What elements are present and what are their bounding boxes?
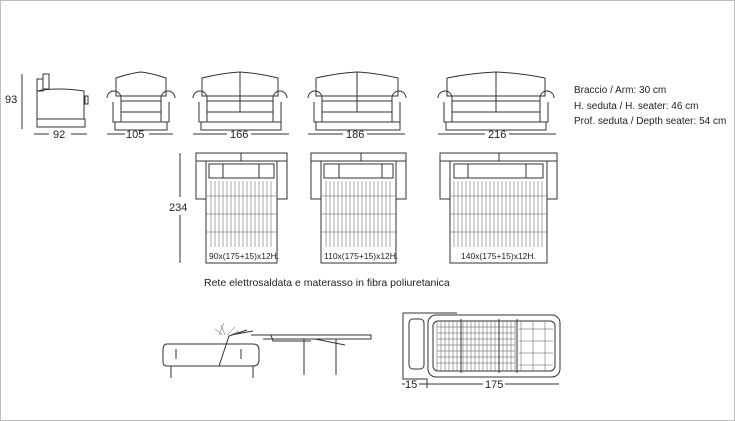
svg-text:15: 15 (405, 379, 417, 391)
svg-text:186: 186 (346, 129, 364, 141)
svg-text:93: 93 (5, 94, 17, 106)
armchair-front-view (106, 71, 176, 131)
svg-text:Braccio / Arm: 30 cm: Braccio / Arm: 30 cm (574, 85, 666, 96)
specs-list: Braccio / Arm: 30 cm H. seduta / H. seat… (574, 85, 726, 127)
svg-text:110x(175+15)x12H.: 110x(175+15)x12H. (324, 251, 398, 261)
armchair-side-view (36, 73, 89, 128)
svg-text:234: 234 (169, 202, 187, 214)
svg-text:166: 166 (230, 129, 248, 141)
mechanism-side-view (162, 322, 372, 378)
bed-110-top-view: 110x(175+15)x12H. (310, 152, 407, 264)
svg-text:216: 216 (488, 129, 506, 141)
sofa-166-front-view (192, 71, 288, 131)
svg-text:Prof. seduta / Depth seater: 5: Prof. seduta / Depth seater: 54 cm (574, 116, 726, 127)
svg-text:175: 175 (485, 379, 503, 391)
sofa-186-front-view (307, 71, 407, 131)
mechanism-top-view (402, 312, 561, 380)
svg-text:92: 92 (53, 129, 65, 141)
caption: Rete elettrosaldata e materasso in fibra… (204, 277, 450, 289)
bed-140-top-view: 140x(175+15)x12H. (439, 152, 558, 264)
mechanism-dimensions: 15 175 (402, 379, 559, 391)
bed-length-dimension: 234 (169, 153, 187, 263)
height-dimension: 93 (5, 74, 23, 129)
bed-90-top-view: 90x(175+15)x12H. (195, 152, 288, 264)
width-dimensions: 92 105 166 186 216 (34, 129, 556, 141)
svg-text:105: 105 (126, 129, 144, 141)
svg-text:140x(175+15)x12H.: 140x(175+15)x12H. (461, 251, 536, 261)
sofa-216-front-view (437, 71, 555, 131)
svg-text:H. seduta / H. seater: 46 cm: H. seduta / H. seater: 46 cm (574, 101, 699, 112)
svg-text:90x(175+15)x12H.: 90x(175+15)x12H. (209, 251, 279, 261)
